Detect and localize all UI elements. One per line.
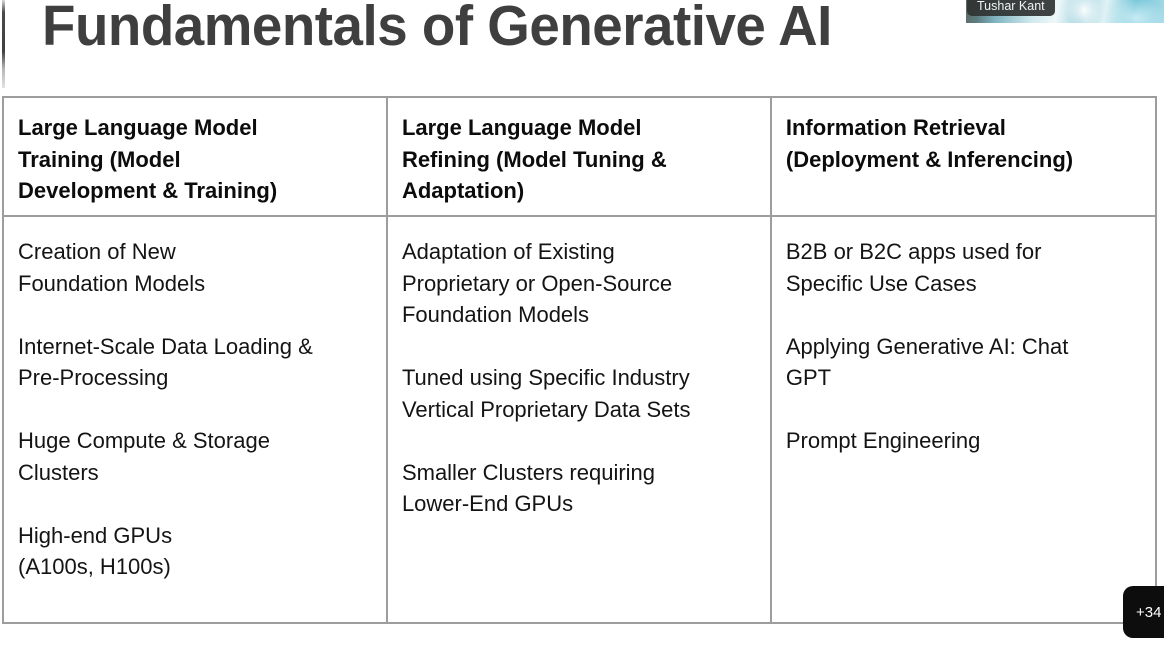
participant-name-tag: Tushar Kant <box>967 0 1055 16</box>
table-body-row: Creation of New Foundation Models Intern… <box>2 215 1158 624</box>
header-text: Information Retrieval (Deployment & Infe… <box>785 115 1074 172</box>
cell-text: B2B or B2C apps used for Specific Use Ca… <box>785 239 1069 453</box>
table-header-llm-training: Large Language Model Training (Model Dev… <box>2 96 388 217</box>
header-text: Large Language Model Training (Model Dev… <box>18 115 278 203</box>
slide-table-container: Large Language Model Training (Model Dev… <box>2 96 1158 624</box>
left-edge-artifact <box>2 0 5 88</box>
table-cell-llm-training: Creation of New Foundation Models Intern… <box>2 215 388 624</box>
cell-text: Creation of New Foundation Models Intern… <box>18 239 313 579</box>
table-header-row: Large Language Model Training (Model Dev… <box>2 96 1158 217</box>
slide-table: Large Language Model Training (Model Dev… <box>2 96 1158 624</box>
page-title: Fundamentals of Generative AI <box>42 0 832 58</box>
more-participants-count: +34 <box>1136 603 1162 621</box>
more-participants-badge[interactable]: +34 <box>1123 586 1164 638</box>
header-text: Large Language Model Refining (Model Tun… <box>401 115 667 203</box>
table-cell-information-retrieval: B2B or B2C apps used for Specific Use Ca… <box>769 215 1158 624</box>
participant-video-thumbnail[interactable]: Tushar Kant <box>966 0 1164 23</box>
table-header-llm-refining: Large Language Model Refining (Model Tun… <box>385 96 772 217</box>
table-header-information-retrieval: Information Retrieval (Deployment & Infe… <box>769 96 1158 217</box>
cell-text: Adaptation of Existing Proprietary or Op… <box>401 239 691 516</box>
table-cell-llm-refining: Adaptation of Existing Proprietary or Op… <box>385 215 772 624</box>
